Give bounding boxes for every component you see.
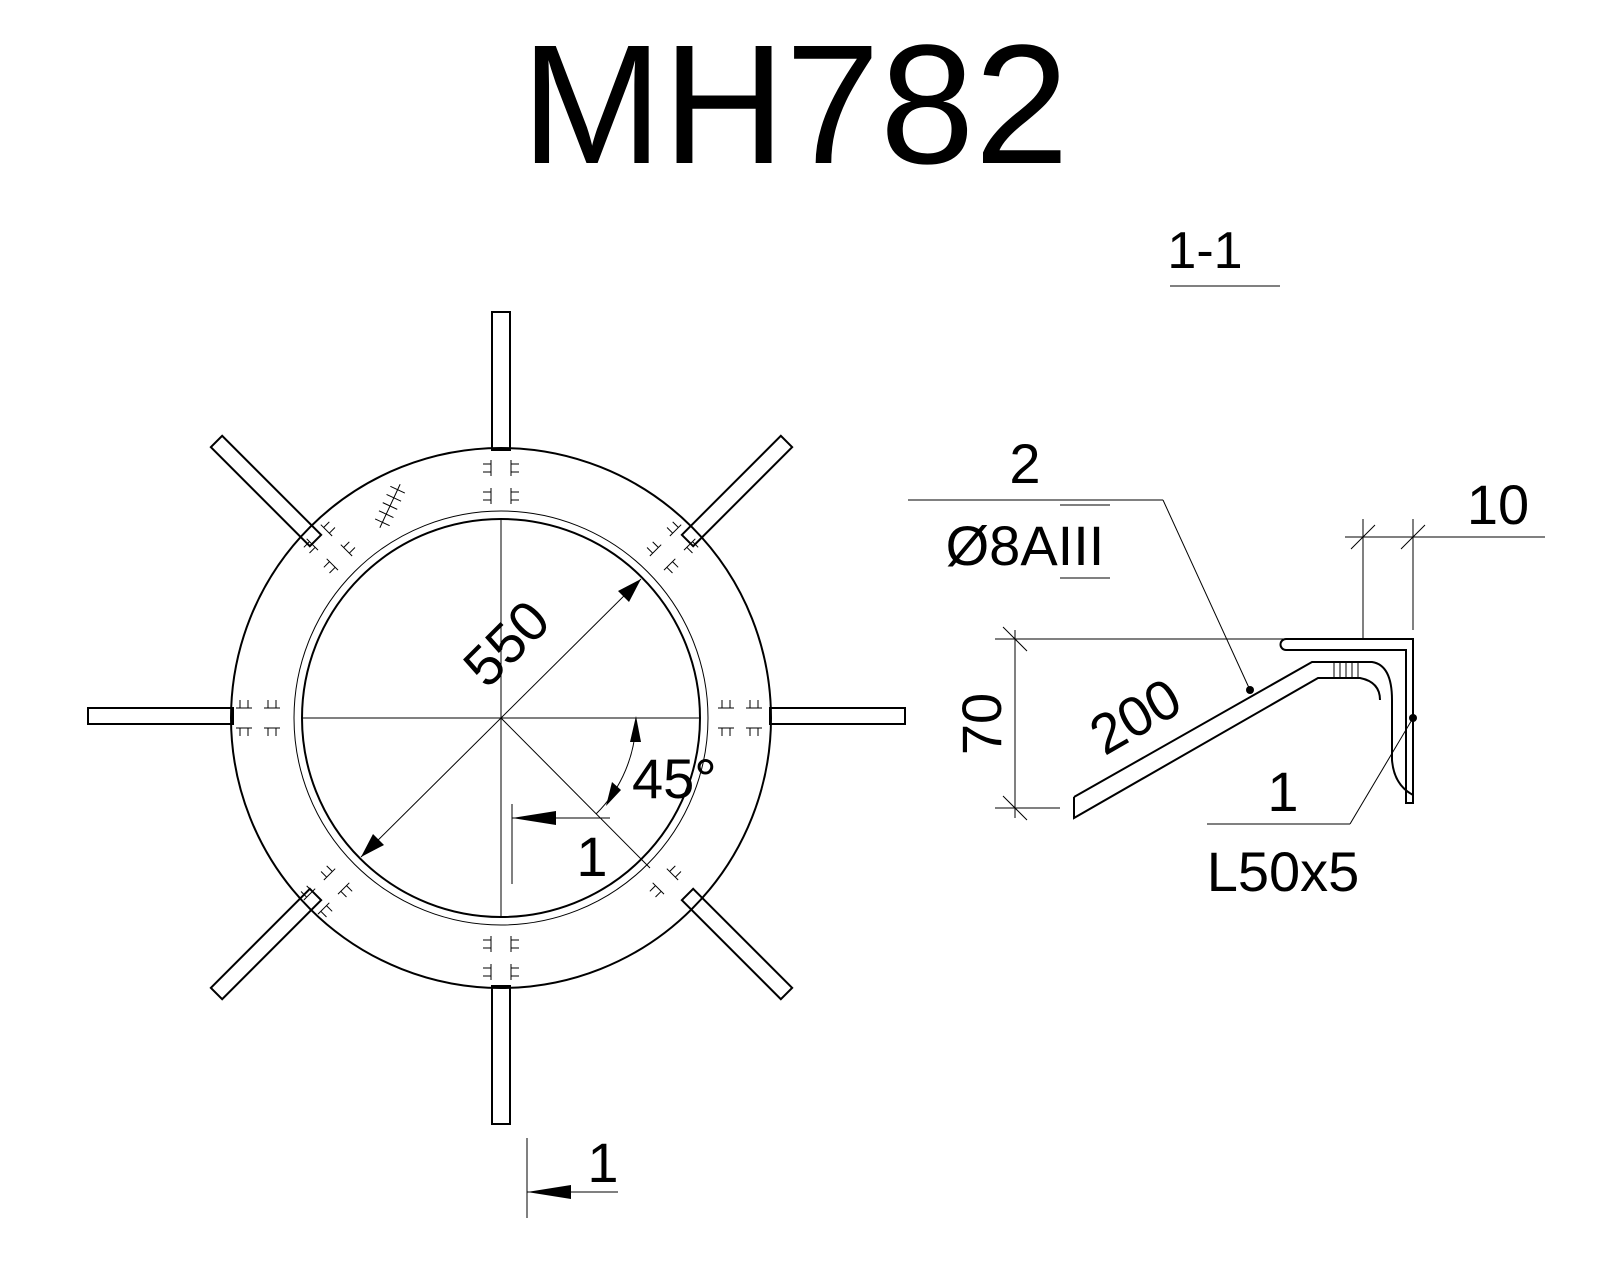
angle-spec-label: L50x5 <box>1207 840 1360 903</box>
diameter-label: 550 <box>451 588 562 699</box>
height-dimension: 70 <box>950 626 1300 821</box>
offset-label: 10 <box>1467 473 1529 536</box>
cut-marker-top-label: 1 <box>576 825 607 888</box>
angle-leader: 1 L50x5 <box>1207 714 1417 903</box>
radial-bar-bottom <box>491 985 511 1125</box>
section-label: 1-1 <box>1167 222 1242 280</box>
rebar-pos-label: 2 <box>1009 432 1040 495</box>
section-view: 2 Ø8AIII 200 70 10 <box>908 432 1545 903</box>
weld-marks <box>236 460 762 980</box>
inner-ring-outline <box>293 510 709 926</box>
height-label: 70 <box>950 693 1013 755</box>
radial-bar-top-right <box>680 434 794 548</box>
radial-bar-top <box>491 311 511 451</box>
radial-bar-left <box>87 707 234 725</box>
inclined-rebar <box>1073 661 1414 820</box>
rebar-spec-label: Ø8AIII <box>946 514 1105 577</box>
angle-label: 45° <box>632 747 717 810</box>
radial-bars <box>87 311 906 1125</box>
stiffener-hatch <box>1330 661 1360 679</box>
section-cut-marker-bottom: 1 <box>526 1131 619 1218</box>
angle-pos-label: 1 <box>1267 760 1298 823</box>
outer-ring <box>230 447 772 989</box>
radial-bar-bottom-left <box>209 887 323 1001</box>
angle-dimension: 45° <box>595 716 717 815</box>
cut-marker-bottom-label: 1 <box>587 1131 618 1194</box>
radial-bar-bottom-right <box>680 887 794 1001</box>
length-label: 200 <box>1079 665 1191 766</box>
radial-bar-top-left <box>209 434 323 548</box>
radial-bar-right <box>769 707 906 725</box>
drawing-title: MH782 <box>521 10 1069 200</box>
offset-dimension: 10 <box>1345 473 1545 639</box>
section-cut-marker-top: 1 <box>511 804 610 888</box>
plan-view: 550 45° 1 1 <box>87 311 906 1218</box>
angle-profile <box>1279 638 1414 804</box>
rebar-leader: 2 Ø8AIII <box>908 432 1254 694</box>
